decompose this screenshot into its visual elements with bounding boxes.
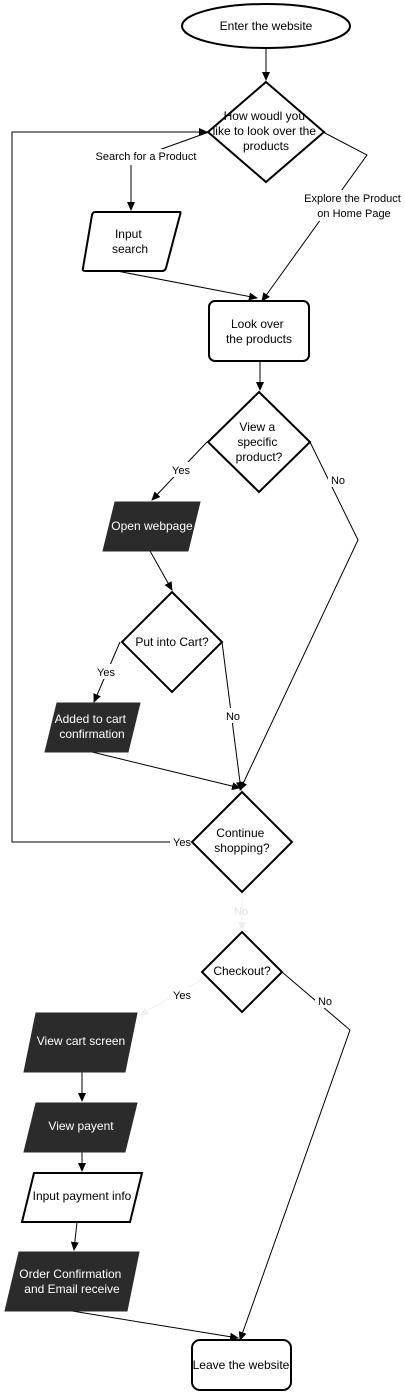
edge-yes-continue <box>11 128 208 843</box>
edge-no-view <box>239 441 359 791</box>
edge-label-no-cart: No <box>226 711 240 723</box>
edge-input-to-order <box>70 1221 79 1251</box>
svg-text:Look over the products: Look over the products <box>226 317 292 346</box>
node-continue: Continue shopping? <box>190 790 294 894</box>
edge-explore-home <box>261 131 368 302</box>
edge-label-yes-checkout: Yes <box>173 990 191 1002</box>
svg-text:Checkout?: Checkout? <box>213 964 271 978</box>
edge-label-yes-continue: Yes <box>173 837 191 849</box>
edge-label-no-checkout: No <box>318 996 332 1008</box>
edge-label-yes-view: Yes <box>172 465 190 477</box>
node-how-look: How woudl you like to look over the prod… <box>206 80 326 184</box>
svg-text:Added to cart confirmati: Added to cart confirmation <box>55 712 130 741</box>
node-order-confirmation: Order Confirmation and Email receive <box>4 1251 140 1312</box>
node-leave: Leave the website <box>191 1339 292 1391</box>
svg-text:View a specific pr: View a specific product? <box>236 420 283 464</box>
svg-text:Input payment info: Input payment info <box>33 1189 132 1203</box>
svg-text:Enter the website: Enter the website <box>220 19 313 33</box>
node-checkout: Checkout? <box>200 930 284 1014</box>
edge-label-explore-home: Explore the Product on Home Page <box>304 193 404 220</box>
edge-label-no-continue: No <box>234 906 248 918</box>
svg-text:View payent: View payent <box>48 1119 114 1133</box>
edge-labels: Search for a Product Explore the Product… <box>93 149 405 1008</box>
node-view-payment: View payent <box>23 1102 138 1153</box>
node-put-cart: Put into Cart? <box>120 590 224 694</box>
svg-text:How woudl you like to lo: How woudl you like to look over the prod… <box>213 109 320 153</box>
node-view-cart: View cart screen <box>23 1012 138 1073</box>
svg-text:View cart screen: View cart screen <box>37 1034 125 1048</box>
edge-label-no-view: No <box>331 475 345 487</box>
node-view-specific: View a specific product? <box>206 390 312 494</box>
svg-text:Open webpage: Open webpage <box>111 519 193 533</box>
svg-text:Put into Cart?: Put into Cart? <box>135 635 209 649</box>
edge-label-yes-cart: Yes <box>97 667 115 679</box>
svg-text:Leave the website: Leave the website <box>193 1358 290 1372</box>
edge-input-to-look <box>116 270 258 301</box>
svg-text:Input search: Input search <box>112 227 148 256</box>
edge-label-search-product: Search for a Product <box>96 151 197 163</box>
node-open-webpage: Open webpage <box>102 501 201 552</box>
svg-text:Continue shopping?: Continue shopping? <box>214 826 270 855</box>
edge-no-checkout <box>238 971 351 1341</box>
node-start: Enter the website <box>181 3 351 49</box>
svg-text:Order Confirmation and E: Order Confirmation and Email receive <box>19 1267 124 1296</box>
edge-added-to-continue <box>91 751 241 790</box>
node-input-search: Input search <box>81 211 182 272</box>
node-input-payment: Input payment info <box>20 1172 144 1223</box>
edge-search-product <box>127 131 210 211</box>
edge-open-to-cart <box>149 550 173 591</box>
node-added-cart: Added to cart confirmation <box>44 702 141 753</box>
edge-order-to-leave <box>71 1310 239 1341</box>
node-look-over: Look over the products <box>208 300 310 362</box>
